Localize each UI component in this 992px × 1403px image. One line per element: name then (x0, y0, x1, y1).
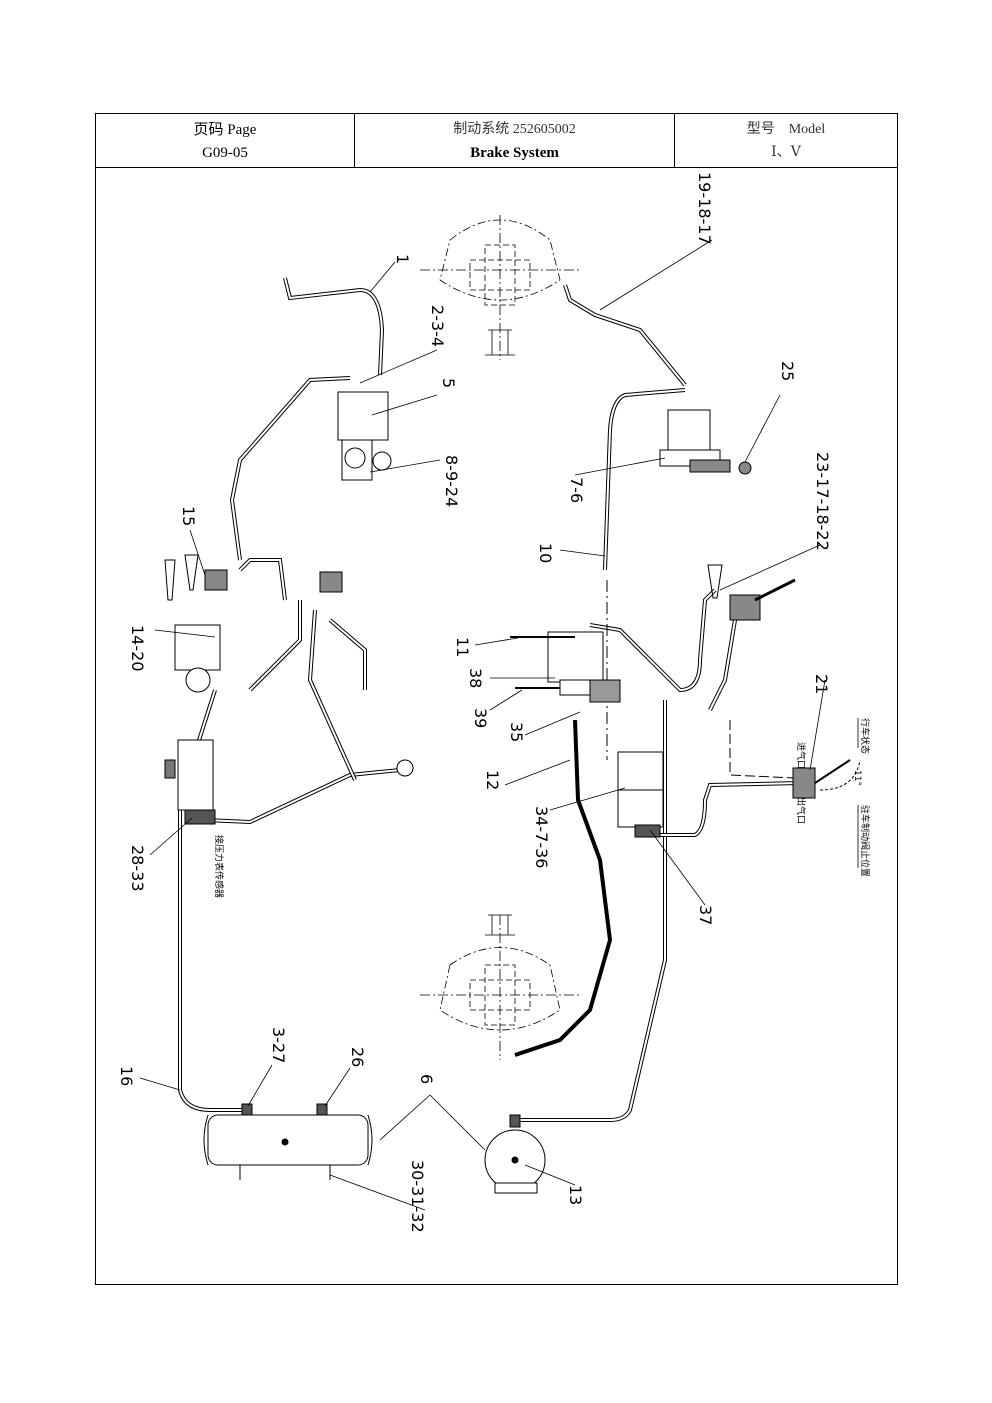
callout-5: 5 (439, 378, 458, 388)
callout-38: 38 (466, 668, 485, 688)
parking-valve-21 (792, 767, 816, 799)
callout-34-7-36: 34-7-36 (532, 806, 551, 868)
callout-12: 12 (483, 770, 502, 790)
callout-19-18-17: 19-18-17 (695, 172, 714, 245)
callout-11: 11 (453, 637, 472, 657)
model-value: Ⅰ、Ⅴ (771, 144, 801, 160)
system-label: 制动系统 252605002 (453, 121, 576, 137)
pipe-network (178, 277, 801, 1122)
small-annotations: 行车状态 驻车制动阀止位置 接压力表传感器 进气口 出气口 11° (213, 718, 871, 898)
label-gauge: 接压力表传感器 (213, 835, 225, 898)
front-axle (420, 215, 580, 360)
air-tank-left (207, 1114, 369, 1166)
callout-labels: 1 2-3-4 5 8-9-24 15 14-20 28-33 16 3-27 … (117, 172, 832, 1233)
page-label: 页码 Page (193, 121, 257, 138)
callout-35: 35 (507, 722, 526, 742)
callout-23-17-18-22: 23-17-18-22 (813, 452, 832, 551)
callout-3-27: 3-27 (269, 1027, 288, 1063)
label-drive-state: 行车状态 (859, 718, 871, 754)
label-park-state: 驻车制动阀止位置 (859, 805, 871, 877)
callout-21: 21 (812, 674, 831, 694)
callout-1: 1 (393, 254, 412, 264)
callout-39: 39 (471, 708, 490, 728)
model-label: 型号 Model (746, 121, 826, 137)
system-value: Brake System (470, 144, 559, 161)
booster-25 (667, 409, 711, 453)
callout-26: 26 (348, 1047, 367, 1067)
title-block: 页码 Page G09-05 制动系统 252605002 Brake Syst… (96, 114, 897, 168)
callout-37: 37 (696, 905, 715, 925)
leader-lines (139, 239, 826, 1211)
callout-28-33: 28-33 (128, 845, 147, 892)
label-port-in: 进气口 (795, 742, 807, 769)
callout-2-3-4: 2-3-4 (428, 305, 447, 347)
callout-15: 15 (179, 506, 198, 526)
callout-14-20: 14-20 (128, 625, 147, 672)
label-angle: 11° (852, 770, 862, 786)
callout-16: 16 (117, 1066, 136, 1086)
callout-7-6: 7-6 (567, 477, 586, 503)
callout-13: 13 (566, 1185, 585, 1205)
label-port-out: 出气口 (795, 797, 807, 824)
page-cell: 页码 Page G09-05 (96, 114, 354, 167)
components (164, 391, 861, 1194)
system-cell: 制动系统 252605002 Brake System (354, 114, 674, 167)
page-value: G09-05 (202, 144, 248, 161)
callout-8-9-24: 8-9-24 (442, 455, 461, 507)
drawing-frame: 页码 Page G09-05 制动系统 252605002 Brake Syst… (95, 113, 898, 1285)
callout-6: 6 (417, 1074, 436, 1084)
booster-cylinder-5 (337, 391, 389, 441)
callout-30-31-32: 30-31-32 (408, 1160, 427, 1233)
callout-25: 25 (778, 361, 797, 381)
rear-axle (420, 914, 580, 1060)
model-cell: 型号 Model Ⅰ、Ⅴ (674, 114, 897, 167)
callout-10: 10 (536, 543, 555, 563)
